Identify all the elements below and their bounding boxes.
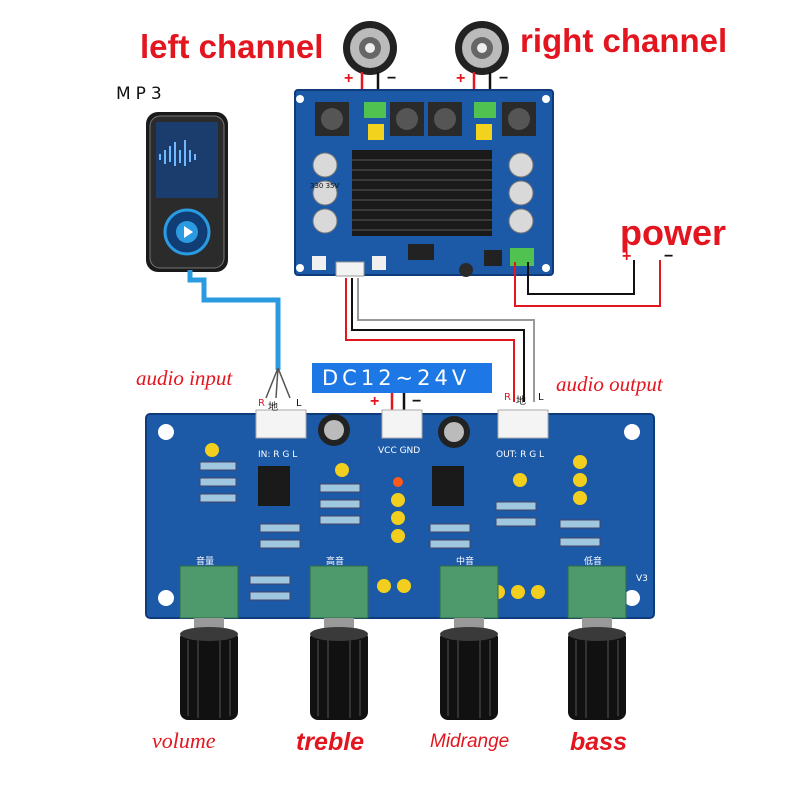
output-pin-r: R — [504, 392, 511, 403]
right-channel-label: right channel — [520, 22, 728, 59]
tone-control-board — [145, 409, 655, 619]
mp3-label: MP3 — [116, 84, 167, 104]
midrange-knob-icon — [440, 618, 498, 720]
power-minus: − — [664, 248, 674, 265]
treble-knob-icon — [310, 618, 368, 720]
board-pot-bass: 低音 — [584, 557, 603, 567]
right-speaker-icon — [455, 21, 509, 75]
dc-voltage-badge: DC12~24V — [312, 363, 492, 393]
audio-output-cable-l — [357, 278, 535, 402]
audio-output-cable-g — [351, 278, 525, 402]
left-channel-label: left channel — [140, 28, 324, 65]
power-wire-black — [527, 260, 635, 295]
treble-label: treble — [296, 728, 365, 756]
board-pot-volume: 音量 — [196, 557, 215, 567]
audio-input-label: audio input — [136, 366, 233, 390]
board-pot-treble: 高音 — [326, 557, 345, 567]
amplifier-board — [294, 89, 554, 277]
board-in-header: IN: R G L — [258, 450, 298, 460]
output-pin-l: L — [538, 392, 544, 403]
right-speaker-plus: + — [456, 70, 466, 87]
board-out-header: OUT: R G L — [496, 450, 545, 460]
bass-label: bass — [570, 728, 627, 756]
input-pin-r: R — [258, 398, 265, 409]
mp3-player — [146, 112, 228, 272]
board-vcc-gnd: VCC GND — [378, 446, 421, 456]
power-plus: + — [622, 248, 632, 265]
audio-input-cable — [187, 270, 281, 370]
bass-knob-icon — [568, 618, 626, 720]
dc-minus: − — [412, 393, 422, 410]
board-version: V3 — [636, 574, 648, 584]
left-speaker-icon — [343, 21, 397, 75]
input-pin-g: 地 — [268, 402, 278, 413]
right-speaker-minus: − — [499, 70, 509, 87]
output-pin-g: 地 — [516, 396, 526, 407]
power-wire-red — [514, 260, 661, 307]
left-speaker-plus: + — [344, 70, 354, 87]
cap-label: 330 35V — [310, 182, 340, 190]
volume-knob-icon — [180, 618, 238, 720]
audio-output-label: audio output — [556, 372, 663, 396]
audio-output-cable-r — [345, 278, 515, 402]
input-pin-l: L — [296, 398, 302, 409]
dc-plus: + — [370, 393, 380, 410]
left-speaker-minus: − — [387, 70, 397, 87]
volume-label: volume — [152, 728, 216, 753]
midrange-label: Midrange — [430, 731, 510, 752]
board-pot-mid: 中音 — [456, 557, 475, 567]
power-label: power — [620, 212, 727, 253]
